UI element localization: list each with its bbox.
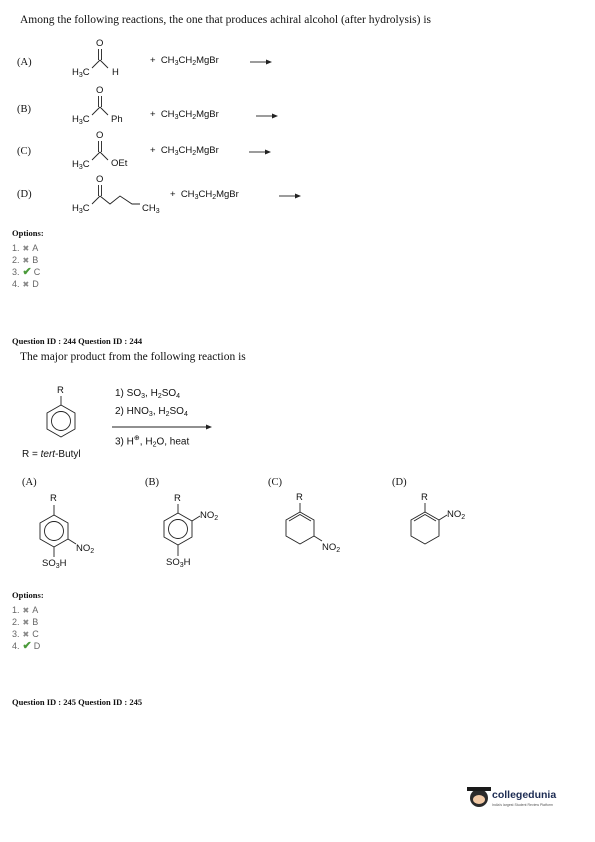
q2-step-2: 2) HNO3, H2SO4 (115, 406, 188, 418)
q1-option-c-label: (C) (17, 146, 31, 157)
q1-option-a-label: (A) (17, 57, 32, 68)
q1-b-ph: Ph (111, 114, 123, 125)
q2-choice-3[interactable]: 3.✖C (12, 629, 39, 639)
brand-logo: collegedunia India's largest Student Rev… (467, 786, 586, 816)
q1-c-oxygen: O (96, 130, 104, 141)
wrong-icon: ✖ (22, 280, 30, 289)
q2-step-1: 1) SO3, H2SO4 (115, 388, 181, 400)
q1-b-h3c: H3C (72, 114, 90, 126)
check-icon: ✔ (22, 266, 32, 278)
wrong-icon: ✖ (22, 606, 30, 615)
q1-a-reagent: + CH3CH2MgBr (150, 55, 219, 67)
q1-choice-2[interactable]: 2.✖B (12, 255, 39, 265)
wrong-icon: ✖ (22, 256, 30, 265)
check-icon: ✔ (22, 640, 32, 652)
question-1-text: Among the following reactions, the one t… (20, 14, 432, 26)
q2-a-r: R (50, 493, 57, 504)
q2-options-heading: Options: (12, 590, 44, 600)
q2-c-no2: NO2 (322, 542, 341, 554)
q1-a-oxygen: O (96, 38, 104, 49)
question-2-text: The major product from the following rea… (20, 351, 246, 363)
q2-b-so3h: SO3H (166, 557, 191, 569)
q2-choice-2[interactable]: 2.✖B (12, 617, 39, 627)
q2-d-r: R (421, 492, 428, 503)
q2-option-b-label: (B) (145, 477, 159, 488)
q1-option-d-label: (D) (17, 189, 32, 200)
q1-choice-4[interactable]: 4.✖D (12, 279, 39, 289)
q2-option-a-label: (A) (22, 477, 37, 488)
q2-id-line: Question ID : 244 Question ID : 244 (12, 336, 143, 346)
q1-b-reagent: + CH3CH2MgBr (150, 109, 219, 121)
q2-step-3: 3) H⊕, H2O, heat (115, 435, 190, 449)
q1-c-h3c: H3C (72, 159, 90, 171)
q2-option-c-label: (C) (268, 477, 282, 488)
q2-d-no2: NO2 (447, 509, 466, 521)
q1-choice-1[interactable]: 1.✖A (12, 243, 39, 253)
wrong-icon: ✖ (22, 630, 30, 639)
mascot-icon (467, 787, 491, 807)
q1-choice-3[interactable]: 3.✔C (12, 266, 41, 278)
q1-a-h: H (112, 67, 119, 78)
q2-choice-4[interactable]: 4.✔D (12, 640, 41, 652)
q1-d-reagent: + CH3CH2MgBr (170, 189, 239, 201)
q2-reactant-r: R (57, 385, 64, 396)
brand-tagline: India's largest Student Review Platform (492, 803, 553, 807)
q1-a-h3c: H3C (72, 67, 90, 79)
wrong-icon: ✖ (22, 244, 30, 253)
q1-option-b-label: (B) (17, 104, 31, 115)
q2-choice-1[interactable]: 1.✖A (12, 605, 39, 615)
q2-choice-list: 1.✖A 2.✖B 3.✖C 4.✔D (12, 604, 40, 652)
q1-c-oet: OEt (111, 158, 128, 169)
q2-r-definition: R = tert-Butyl (22, 449, 81, 460)
q1-b-oxygen: O (96, 85, 104, 96)
q2-c-r: R (296, 492, 303, 503)
q1-d-ch3: CH3 (142, 203, 160, 215)
q3-id-line: Question ID : 245 Question ID : 245 (12, 697, 143, 707)
q1-c-reagent: + CH3CH2MgBr (150, 145, 219, 157)
q2-option-d-label: (D) (392, 477, 407, 488)
brand-name: collegedunia (492, 789, 557, 801)
q1-d-oxygen: O (96, 174, 104, 185)
q2-a-so3h: SO3H (42, 558, 67, 570)
q1-choice-list: 1.✖A 2.✖B 3.✔C 4.✖D (12, 242, 40, 290)
q2-b-no2: NO2 (200, 510, 219, 522)
q1-options-heading: Options: (12, 228, 44, 238)
q1-d-h3c: H3C (72, 203, 90, 215)
wrong-icon: ✖ (22, 618, 30, 627)
q2-b-r: R (174, 493, 181, 504)
q2-a-no2: NO2 (76, 543, 95, 555)
